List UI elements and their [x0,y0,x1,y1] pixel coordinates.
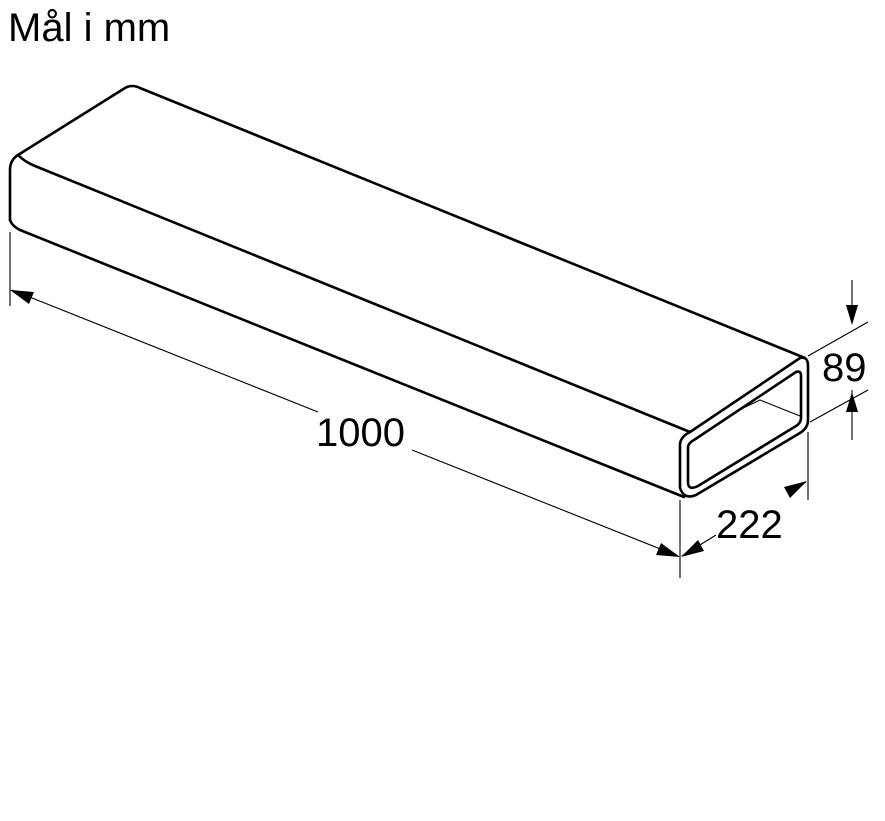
duct-bottom-front-edge [8,218,686,499]
height-dimension: 89 [807,280,869,440]
height-arrow-bottom [846,392,858,412]
height-extension-top [807,321,869,357]
duct-inner-depth-line [736,399,801,417]
length-arrow-left [10,290,34,304]
width-label: 222 [716,503,783,547]
height-label: 89 [822,346,867,390]
duct-body [8,84,810,499]
width-arrow-left [681,540,704,557]
width-arrow-right [784,481,807,498]
length-label: 1000 [316,411,405,455]
height-arrow-top [846,305,858,325]
length-dimension: 1000 [9,232,681,578]
duct-opening-inner [686,370,803,490]
width-dimension: 222 [681,432,809,557]
length-arrow-right [656,543,680,557]
duct-opening-outer [678,356,810,498]
length-dim-line-right [411,449,679,557]
height-extension-bottom [809,389,869,423]
page-title: Mål i mm [8,6,171,50]
duct-top-front-edge [16,153,692,434]
length-dim-line-left [11,289,319,413]
duct-top-back-edge [138,86,807,360]
